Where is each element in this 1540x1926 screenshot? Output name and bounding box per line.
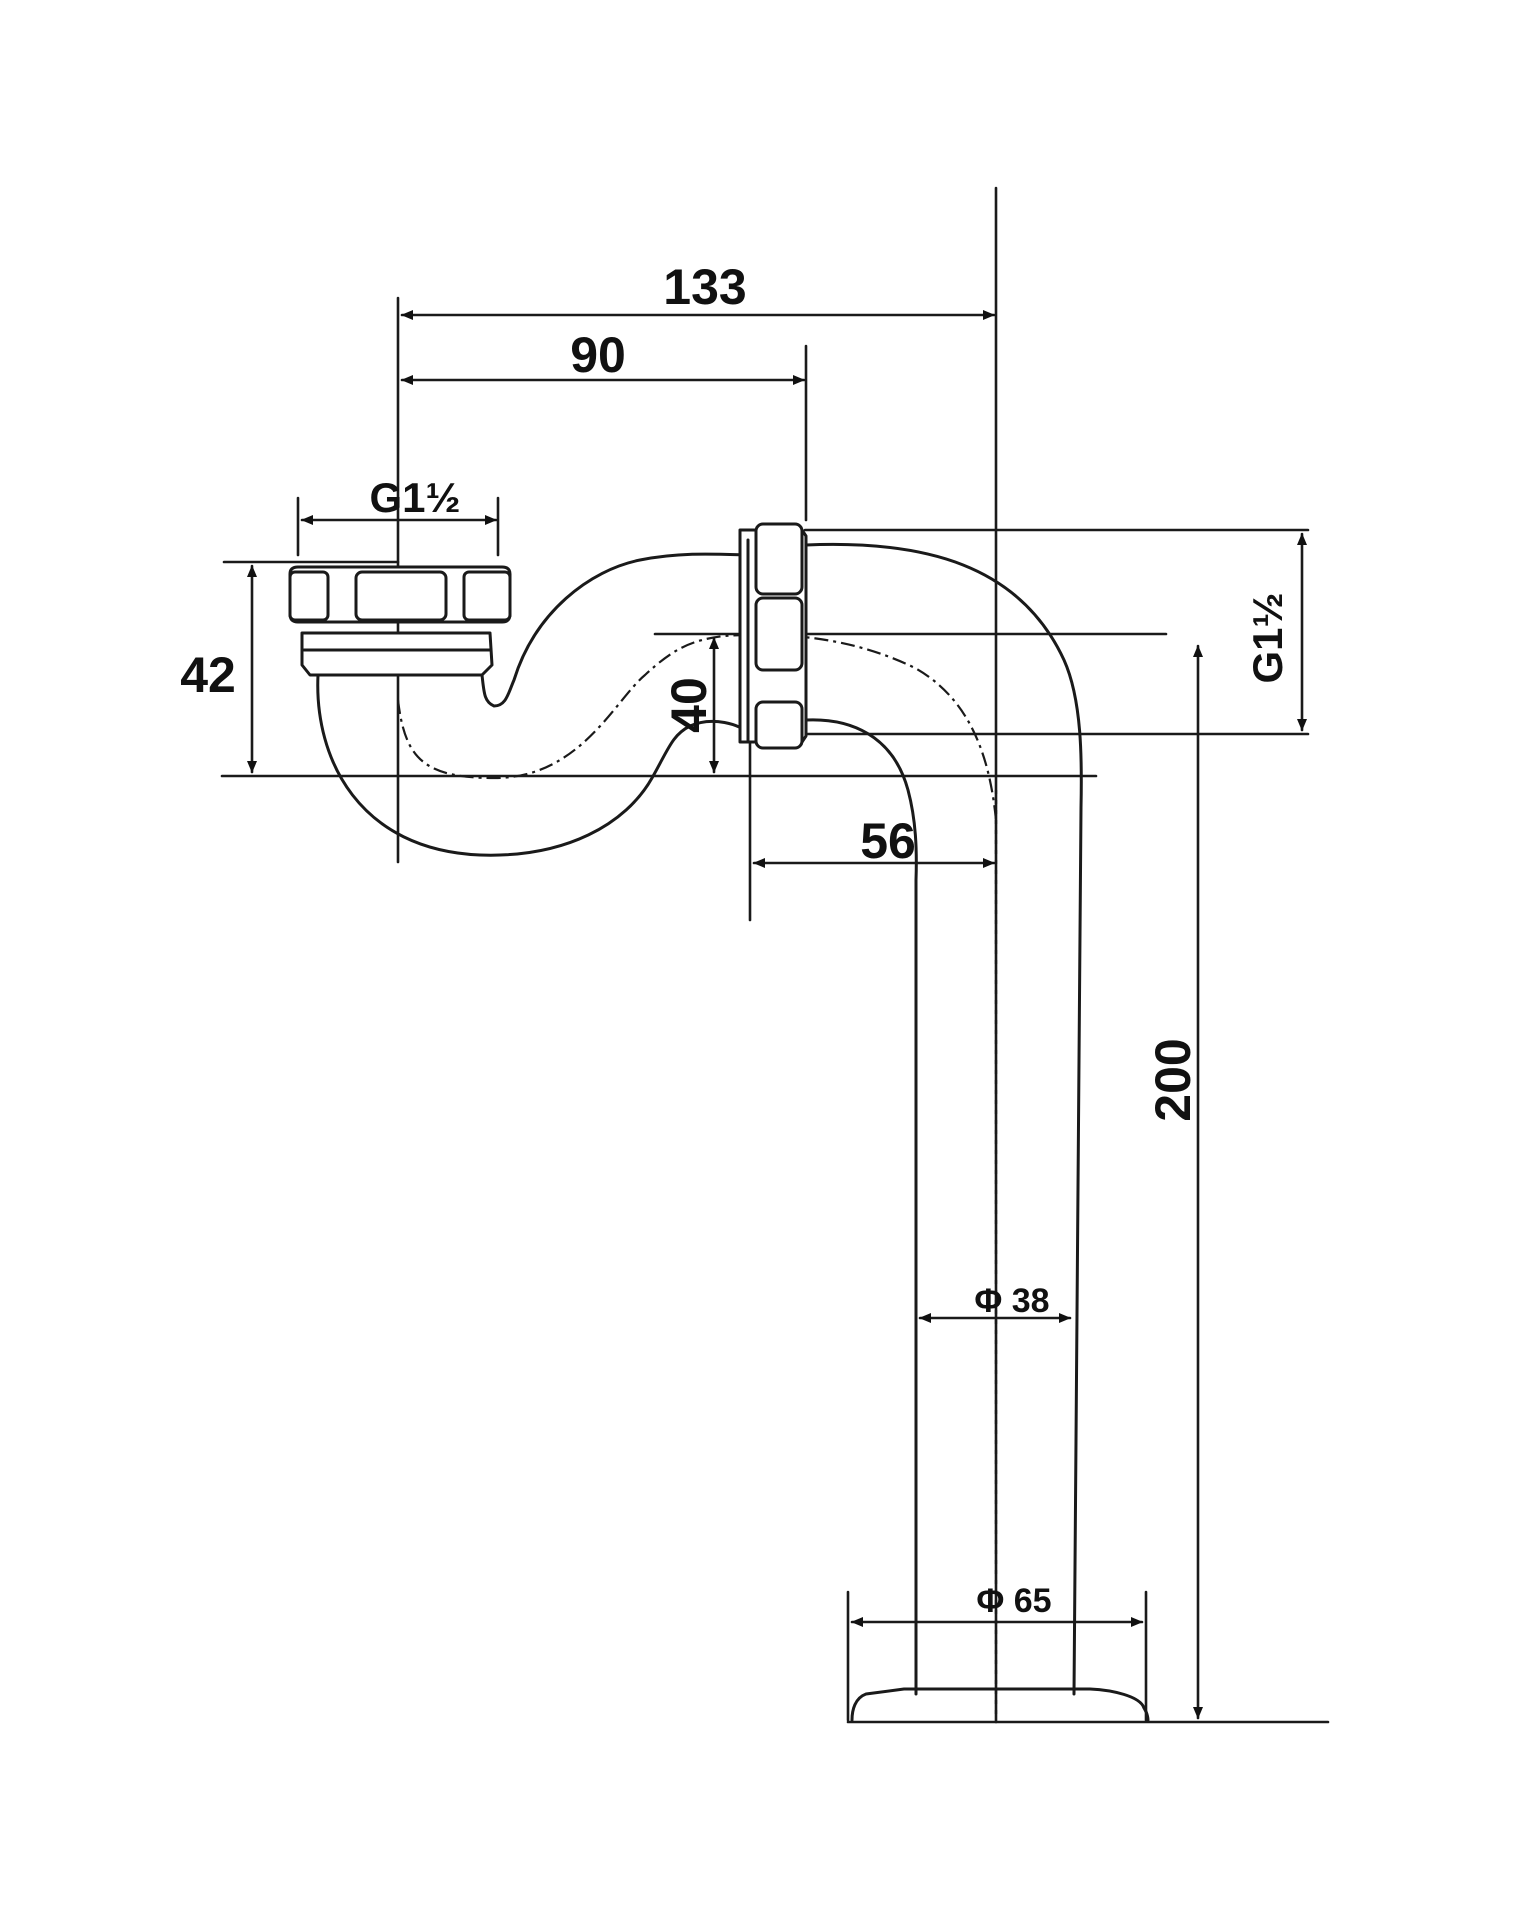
label-outlet-offset: 56 <box>860 813 916 869</box>
label-height-left: 42 <box>180 647 236 703</box>
extension-lines <box>220 186 1330 1724</box>
label-inlet-offset: 90 <box>570 327 626 383</box>
label-flange-diameter: Φ 65 <box>976 1582 1051 1620</box>
label-inlet-thread: G1½ <box>369 474 460 521</box>
label-pipe-diameter: Φ 38 <box>974 1282 1049 1320</box>
label-outlet-thread: G1½ <box>1244 592 1291 683</box>
label-overall-width: 133 <box>663 259 746 315</box>
base-flange <box>850 1687 1150 1722</box>
label-trap-depth: 40 <box>661 677 717 733</box>
dimension-labels: 133 90 G1½ 42 40 56 G1½ 200 Φ 38 Φ 65 <box>180 259 1291 1620</box>
siphon-body <box>288 522 1150 1722</box>
centre-lines <box>396 633 998 1718</box>
dimension-arrows <box>247 310 1307 1720</box>
label-total-height: 200 <box>1145 1038 1201 1121</box>
inlet-sleeve <box>300 631 494 677</box>
